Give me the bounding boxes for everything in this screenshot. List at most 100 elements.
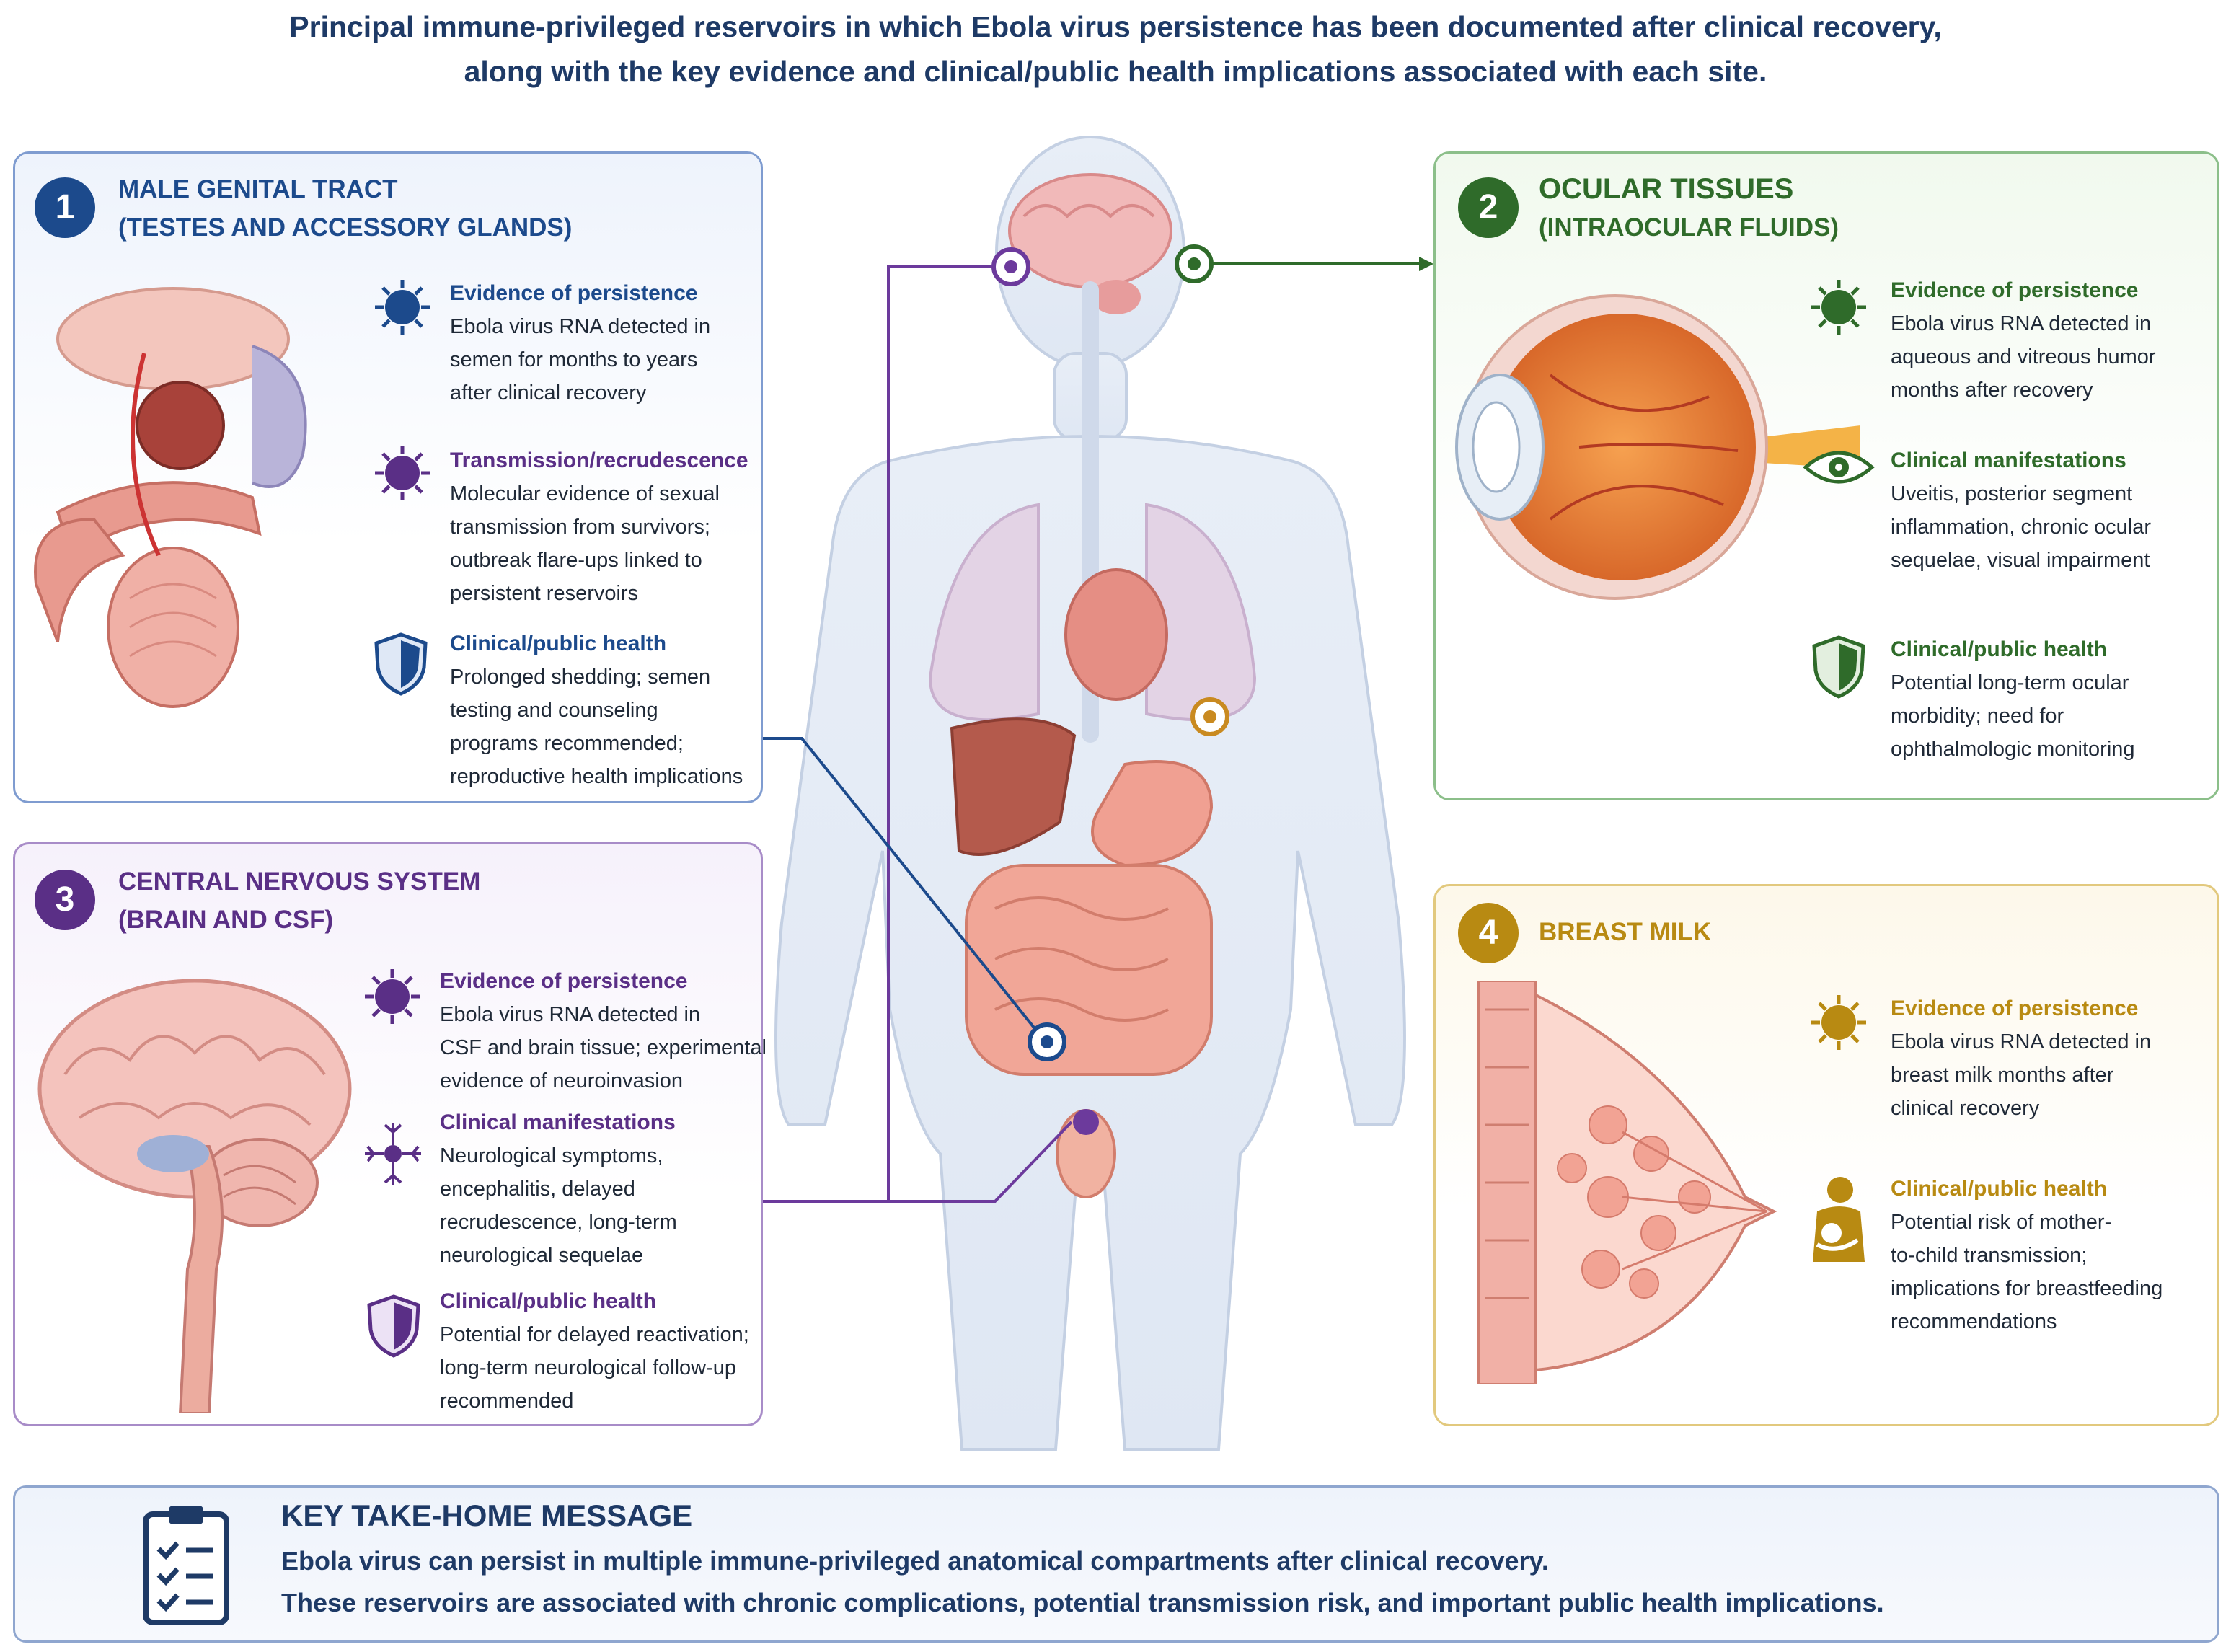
panel-3-clinical: Clinical manifestations Neurological sym… bbox=[440, 1106, 677, 1272]
panel-4-number-badge: 4 bbox=[1458, 903, 1519, 963]
caption-line-1: Principal immune-privileged reservoirs i… bbox=[289, 10, 1942, 43]
panel-3-title-line1: CENTRAL NERVOUS SYSTEM bbox=[118, 867, 481, 896]
panel-1-title-line1: MALE GENITAL TRACT bbox=[118, 175, 398, 203]
male-genital-anatomy-illustration bbox=[34, 287, 307, 708]
panel-2-title-line1: OCULAR TISSUES bbox=[1539, 173, 1794, 205]
panel-2-public-health-line: ophthalmologic monitoring bbox=[1891, 738, 2135, 761]
connector-panel3-to-pelvis bbox=[763, 1121, 1073, 1203]
take-home-line-2: These reservoirs are associated with chr… bbox=[281, 1588, 1884, 1617]
virus-icon bbox=[372, 443, 433, 507]
panel-3-public-health-line: long-term neurological follow-up bbox=[440, 1356, 737, 1379]
virus-icon bbox=[372, 277, 433, 341]
panel-3-evidence-line: Ebola virus RNA detected in bbox=[440, 1003, 701, 1026]
take-home-box bbox=[13, 1485, 2219, 1643]
panel-2-evidence: Evidence of persistence Ebola virus RNA … bbox=[1891, 274, 2156, 407]
panel-3-public-health-line: recommended bbox=[440, 1390, 574, 1413]
panel-4-public-health: Clinical/public health Potential risk of… bbox=[1891, 1172, 2162, 1338]
brain-anatomy-illustration bbox=[37, 979, 352, 1413]
panel-3-evidence-line: evidence of neuroinvasion bbox=[440, 1069, 683, 1092]
panel-3-title-line2: (BRAIN AND CSF) bbox=[118, 906, 334, 934]
stomach-graphic bbox=[1091, 760, 1214, 867]
panel-3-clinical-line: recrudescence, long-term bbox=[440, 1211, 677, 1234]
panel-2-evidence-line: aqueous and vitreous humor bbox=[1891, 345, 2156, 368]
marker-genital-blue bbox=[1028, 1022, 1066, 1061]
panel-1-evidence-line: Ebola virus RNA detected in bbox=[450, 315, 711, 338]
breast-anatomy-illustration bbox=[1477, 981, 1777, 1384]
panel-2-public-health-line: Potential long-term ocular bbox=[1891, 671, 2129, 694]
panel-2-title-line2: (INTRAOCULAR FLUIDS) bbox=[1539, 213, 1839, 242]
virus-icon bbox=[1808, 992, 1869, 1056]
marker-pelvis-purple bbox=[1073, 1109, 1099, 1135]
panel-3-number-badge: 3 bbox=[35, 870, 95, 930]
panel-4-public-health-line: Potential risk of mother- bbox=[1891, 1211, 2112, 1234]
panel-1-transmission-line: transmission from survivors; bbox=[450, 516, 710, 539]
panel-3-public-health-heading: Clinical/public health bbox=[440, 1289, 657, 1313]
panel-3-public-health: Clinical/public health Potential for del… bbox=[440, 1285, 749, 1418]
panel-3-clinical-line: Neurological symptoms, bbox=[440, 1144, 663, 1167]
panel-4-public-health-line: to-child transmission; bbox=[1891, 1244, 2088, 1267]
panel-1-evidence-line: after clinical recovery bbox=[450, 381, 647, 405]
mother-child-icon bbox=[1803, 1175, 1872, 1273]
figure-caption: Principal immune-privileged reservoirs i… bbox=[0, 4, 2231, 94]
virus-icon bbox=[362, 966, 423, 1030]
panel-1-public-health-line: testing and counseling bbox=[450, 699, 658, 722]
panel-1-evidence-heading: Evidence of persistence bbox=[450, 281, 698, 305]
panel-1-number-badge: 1 bbox=[35, 177, 95, 238]
lungs-graphic bbox=[928, 503, 1257, 722]
panel-1-transmission-line: persistent reservoirs bbox=[450, 582, 639, 605]
panel-3-public-health-line: Potential for delayed reactivation; bbox=[440, 1323, 749, 1346]
panel-1-public-health: Clinical/public health Prolonged sheddin… bbox=[450, 627, 743, 793]
eye-anatomy-illustration bbox=[1455, 294, 1860, 600]
panel-4-evidence-line: clinical recovery bbox=[1891, 1097, 2040, 1120]
panel-1-transmission-line: outbreak flare-ups linked to bbox=[450, 549, 702, 572]
panel-2-clinical-heading: Clinical manifestations bbox=[1891, 449, 2126, 472]
virus-icon bbox=[1808, 277, 1869, 341]
neuron-icon bbox=[361, 1118, 425, 1193]
panel-3-evidence: Evidence of persistence Ebola virus RNA … bbox=[440, 965, 767, 1097]
panel-3-evidence-heading: Evidence of persistence bbox=[440, 969, 688, 993]
panel-2-clinical-line: inflammation, chronic ocular bbox=[1891, 516, 2152, 539]
panel-1-public-health-line: Prolonged shedding; semen bbox=[450, 666, 711, 689]
caption-line-2: along with the key evidence and clinical… bbox=[464, 55, 1767, 88]
panel-2-title: OCULAR TISSUES (INTRAOCULAR FLUIDS) bbox=[1539, 170, 1839, 247]
panel-1-evidence-line: semen for months to years bbox=[450, 348, 698, 371]
connector-panel1-to-genital bbox=[763, 737, 1047, 1043]
panel-2-evidence-heading: Evidence of persistence bbox=[1891, 278, 2139, 302]
panel-1-transmission-heading: Transmission/recrudescence bbox=[450, 449, 748, 472]
panel-2-evidence-line: Ebola virus RNA detected in bbox=[1891, 312, 2152, 335]
panel-2-public-health-heading: Clinical/public health bbox=[1891, 637, 2108, 661]
liver-graphic bbox=[950, 717, 1077, 856]
intestines-graphic bbox=[965, 864, 1213, 1076]
panel-4-public-health-heading: Clinical/public health bbox=[1891, 1177, 2108, 1201]
clipboard-checklist-icon bbox=[141, 1503, 231, 1630]
panel-2-clinical-line: Uveitis, posterior segment bbox=[1891, 482, 2133, 505]
marker-eye-green bbox=[1175, 244, 1214, 283]
shield-icon bbox=[366, 1294, 421, 1362]
panel-1-public-health-heading: Clinical/public health bbox=[450, 632, 667, 655]
panel-4-title-line1: BREAST MILK bbox=[1539, 918, 1712, 946]
panel-4-public-health-line: recommendations bbox=[1891, 1310, 2057, 1333]
take-home-title: KEY TAKE-HOME MESSAGE bbox=[281, 1498, 693, 1532]
panel-1-transmission: Transmission/recrudescence Molecular evi… bbox=[450, 444, 748, 610]
panel-3-title: CENTRAL NERVOUS SYSTEM (BRAIN AND CSF) bbox=[118, 862, 480, 939]
panel-3-clinical-line: neurological sequelae bbox=[440, 1244, 644, 1267]
heart-graphic bbox=[1064, 568, 1168, 701]
panel-1-transmission-line: Molecular evidence of sexual bbox=[450, 482, 720, 505]
marker-breast-gold bbox=[1190, 697, 1229, 736]
panel-3-clinical-heading: Clinical manifestations bbox=[440, 1110, 676, 1134]
panel-1-title: MALE GENITAL TRACT (TESTES AND ACCESSORY… bbox=[118, 170, 572, 247]
panel-3-evidence-line: CSF and brain tissue; experimental bbox=[440, 1036, 767, 1059]
panel-4-evidence-line: Ebola virus RNA detected in bbox=[1891, 1030, 2152, 1054]
marker-brain-purple bbox=[991, 247, 1030, 286]
take-home-line-1: Ebola virus can persist in multiple immu… bbox=[281, 1546, 1549, 1576]
panel-4-title: BREAST MILK bbox=[1539, 913, 1711, 951]
panel-3-clinical-line: encephalitis, delayed bbox=[440, 1178, 635, 1201]
panel-1-title-line2: (TESTES AND ACCESSORY GLANDS) bbox=[118, 213, 573, 242]
panel-2-clinical: Clinical manifestations Uveitis, posteri… bbox=[1891, 444, 2151, 577]
eye-icon bbox=[1803, 446, 1875, 492]
panel-4-public-health-line: implications for breastfeeding bbox=[1891, 1277, 2163, 1300]
shield-icon bbox=[374, 632, 428, 700]
panel-2-number-badge: 2 bbox=[1458, 177, 1519, 238]
panel-1-evidence: Evidence of persistence Ebola virus RNA … bbox=[450, 277, 710, 410]
